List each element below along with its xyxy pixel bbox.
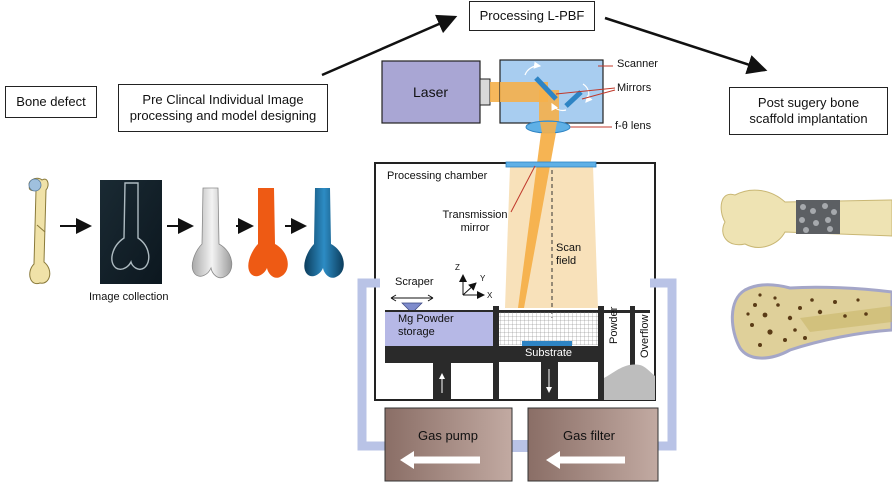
- processing-box: Processing L-PBF: [469, 1, 595, 31]
- laser-beam-down: [518, 133, 556, 308]
- build-platform-grid: [499, 312, 598, 345]
- gas-filter-flow-arrow: [546, 451, 560, 469]
- gas-filter-label: Gas filter: [563, 428, 616, 443]
- mirror-2: [564, 90, 583, 108]
- axis-y-label: Y: [480, 274, 486, 283]
- powder-storage: [385, 312, 493, 346]
- transmission-mirror-label: Transmission mirror: [442, 209, 508, 235]
- part-on-substrate: [522, 341, 572, 346]
- laser-nozzle: [479, 78, 491, 106]
- substrate-label: Substrate: [524, 347, 573, 359]
- bone-defect-box: Bone defect: [5, 86, 97, 118]
- gas-pump-flow-arrow: [400, 451, 414, 469]
- overflow-label: Overflow: [639, 314, 651, 358]
- scan-field-label: Scan field: [556, 242, 582, 268]
- gas-pipe-left: [357, 278, 385, 451]
- substrate: [499, 346, 598, 362]
- gas-filter-box: [527, 407, 659, 482]
- mirror-1: [534, 76, 558, 101]
- post-surgery-box: Post sugery bone scaffold implantation: [729, 87, 888, 135]
- transmission-mirror: [505, 161, 597, 168]
- processing-label: Processing L-PBF: [479, 7, 585, 23]
- processing-chamber-label: Processing chamber: [387, 170, 488, 182]
- gas-pipe-right: [650, 278, 677, 451]
- overflow-powder: [604, 364, 655, 400]
- bone-defect-label: Bone defect: [16, 93, 86, 109]
- image-collection-label: Image collection: [89, 291, 169, 303]
- silver-bone-model: [191, 187, 233, 279]
- gas-pump-box: [384, 407, 513, 482]
- axis-z-label: Z: [455, 263, 460, 272]
- laser-label: Laser: [413, 84, 449, 100]
- axis-indicator: [459, 274, 485, 299]
- bone-cross-section: [730, 283, 892, 360]
- pre-clinical-label: Pre Clincal Individual Image processing …: [129, 91, 317, 123]
- xray-image: [100, 180, 162, 284]
- mg-powder-storage-label: Mg Powder storage: [398, 313, 454, 339]
- xray-bone-outline: [111, 182, 150, 271]
- scraper-label: Scraper: [395, 276, 434, 288]
- powder-label: Powder: [608, 306, 620, 344]
- blue-bone-model: [304, 188, 344, 278]
- mirrors-label: Mirrors: [617, 82, 652, 94]
- flow-arrow-to-post-surgery: [604, 16, 768, 75]
- femur-illustration: [28, 177, 51, 285]
- scraper: [390, 294, 434, 312]
- pre-clinical-box: Pre Clincal Individual Image processing …: [118, 84, 328, 132]
- implant-bone-top: [720, 189, 892, 248]
- orange-bone-model: [248, 188, 288, 278]
- axis-x-label: X: [487, 291, 493, 300]
- scanner-label: Scanner: [617, 58, 658, 70]
- flow-arrow-to-processing: [321, 14, 458, 77]
- post-surgery-label: Post sugery bone scaffold implantation: [749, 94, 868, 126]
- gas-pump-label: Gas pump: [418, 428, 478, 443]
- laser-box: [381, 60, 481, 124]
- f-theta-lens-label: f-θ lens: [615, 120, 652, 132]
